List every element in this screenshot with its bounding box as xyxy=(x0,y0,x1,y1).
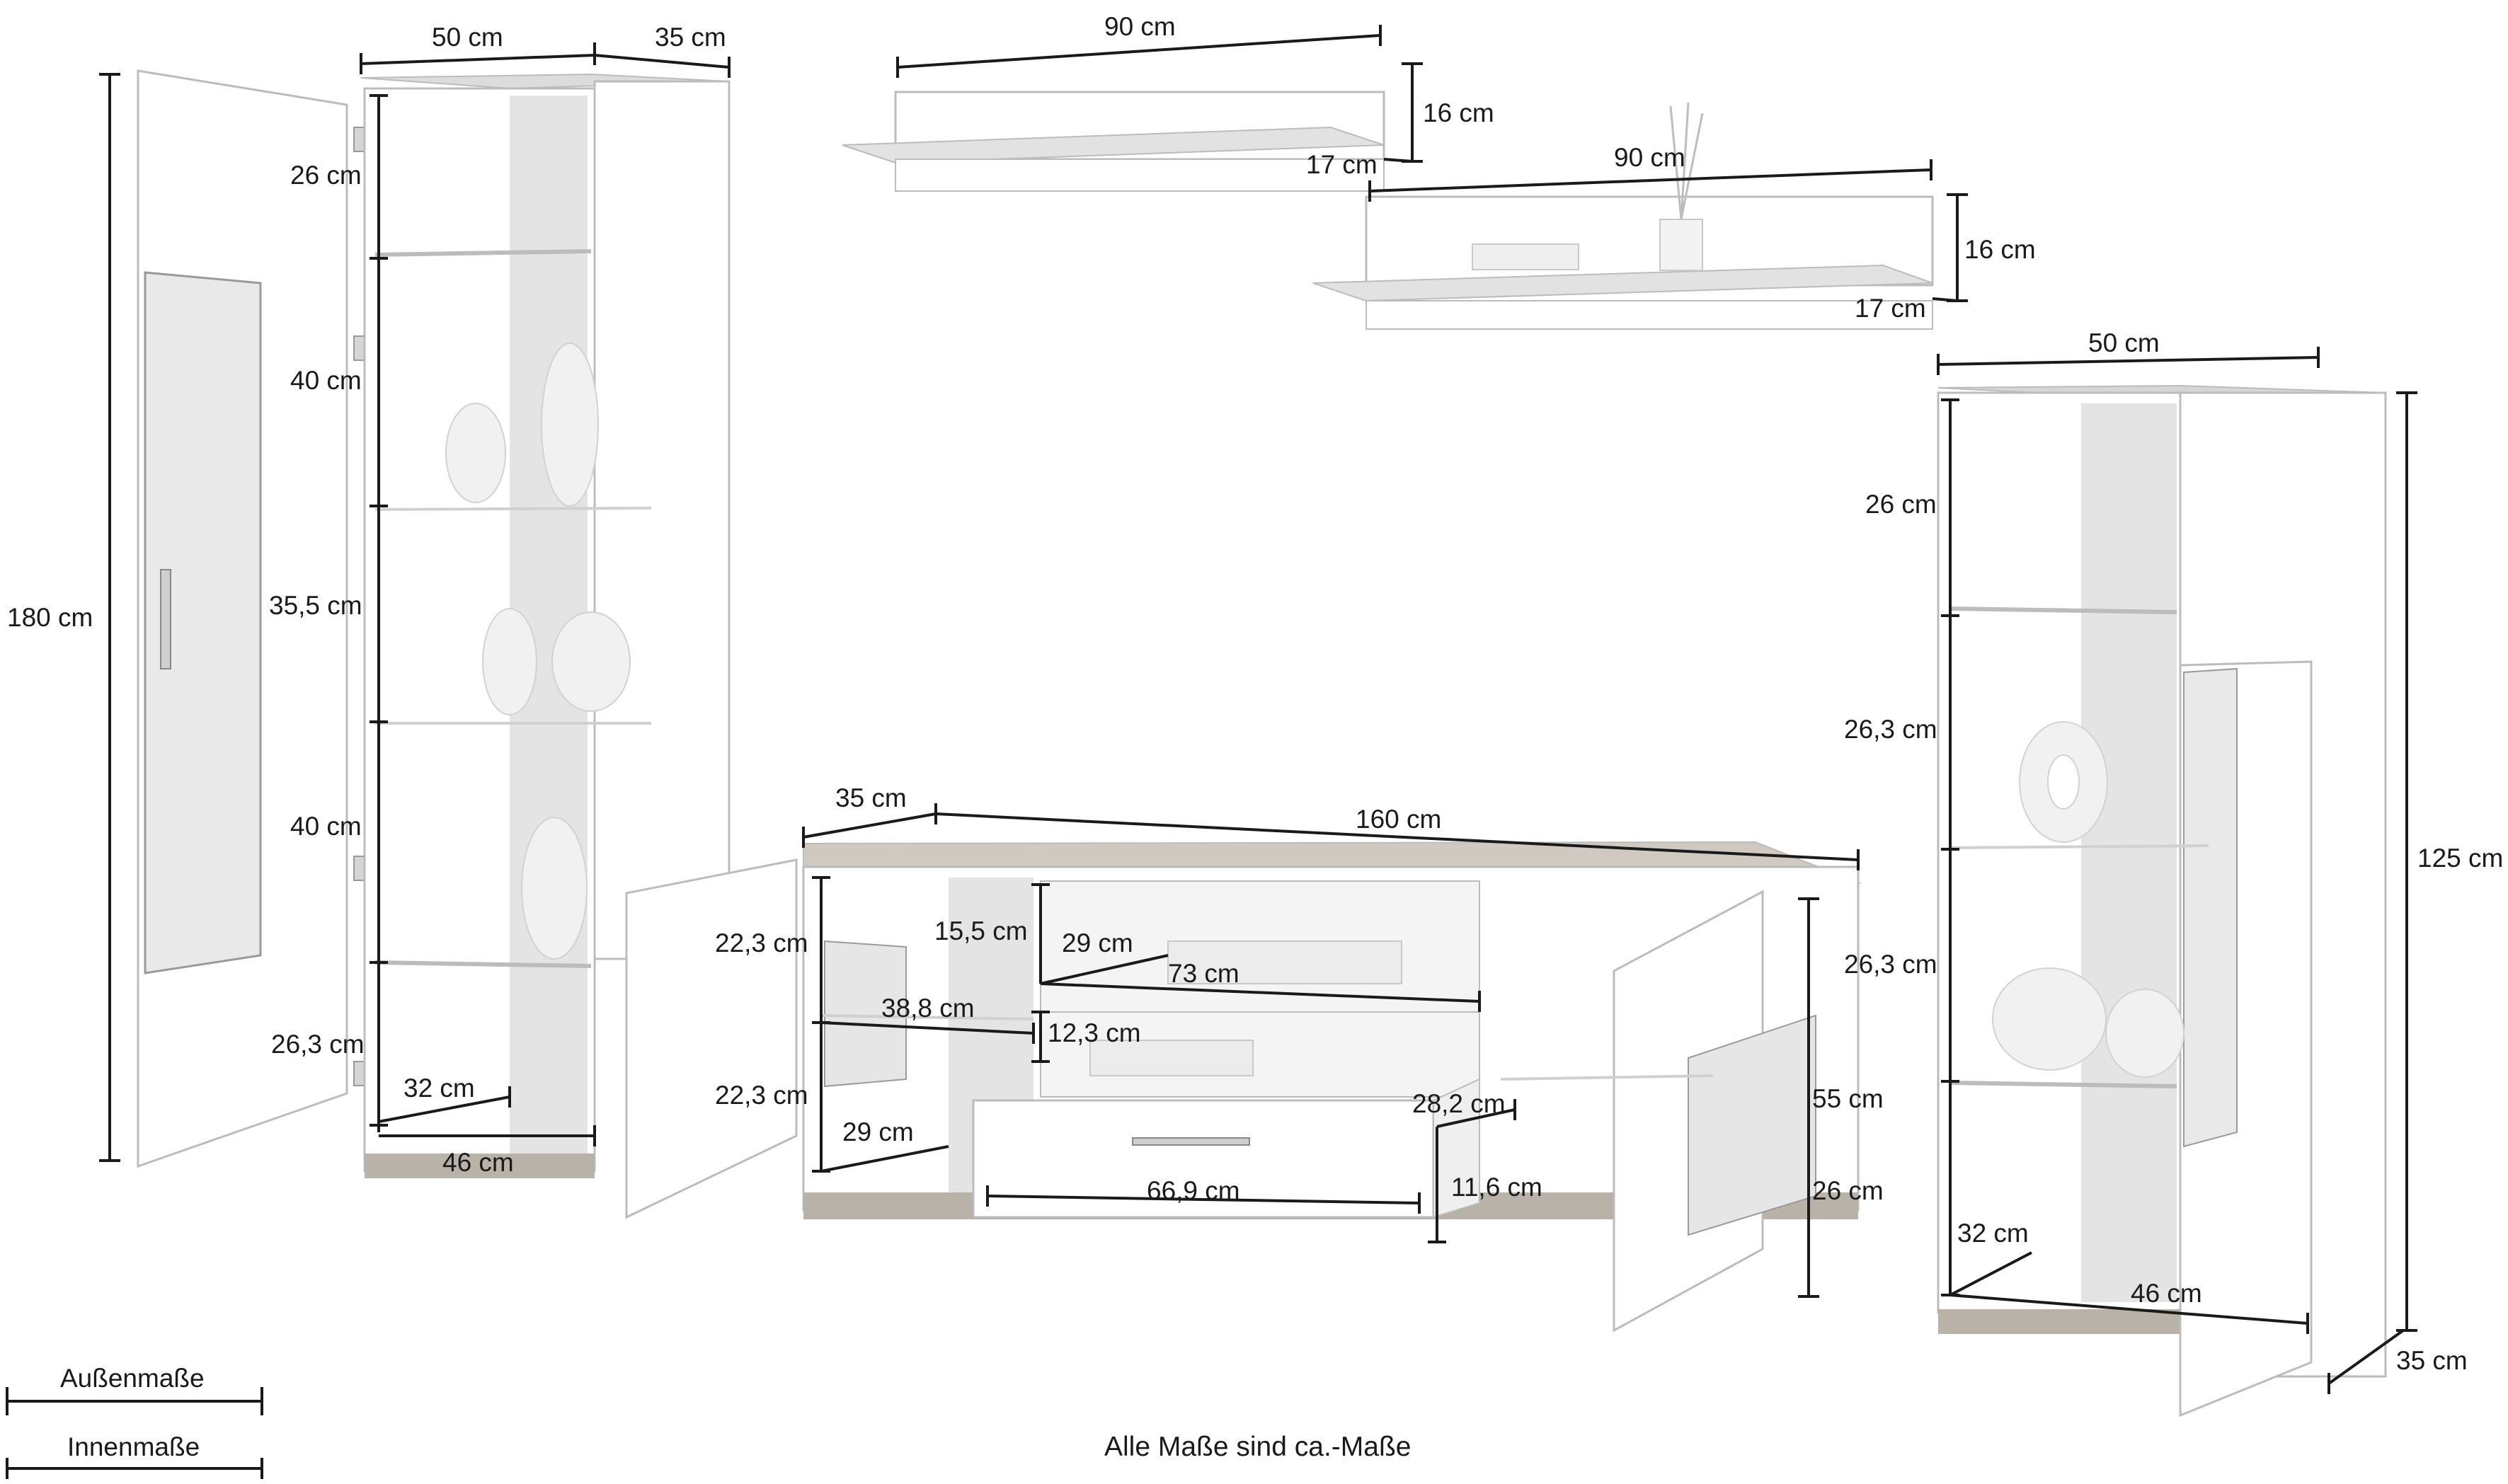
tv-left-door-glass xyxy=(824,940,907,1088)
small-cabinet-dimensions xyxy=(1937,347,2417,1394)
glass-shelf xyxy=(1949,844,2209,849)
legend-outer: Außenmaße xyxy=(60,1364,205,1393)
small-inner-width: 46 cm xyxy=(2131,1279,2202,1308)
dim-inner-depth: 32 cm xyxy=(403,1074,475,1103)
device-box xyxy=(1167,941,1402,984)
books xyxy=(1472,243,1579,270)
tv-left-inner-depth: 29 cm xyxy=(842,1117,914,1146)
tall-cabinet-side xyxy=(593,80,731,960)
vase xyxy=(1992,967,2107,1071)
small-inner-depth: 32 cm xyxy=(1957,1219,2029,1248)
vase xyxy=(521,817,588,960)
tv-width: 160 cm xyxy=(1356,805,1441,834)
tv-drawer-height: 11,6 cm xyxy=(1451,1173,1542,1202)
shelf-top-height: 16 cm xyxy=(1423,98,1494,127)
tv-board xyxy=(625,841,1861,1333)
vase xyxy=(2047,754,2080,810)
tv-board-dimensions xyxy=(802,803,1860,1298)
legend: Außenmaße Innenmaße xyxy=(6,1364,263,1479)
tv-open-mid: 12,3 cm xyxy=(1048,1018,1141,1047)
dim-inner-2: 40 cm xyxy=(290,366,362,395)
small-depth: 35 cm xyxy=(2396,1346,2468,1375)
shelf-mid-height: 16 cm xyxy=(1964,235,2036,264)
glass-shelf xyxy=(1500,1074,1714,1081)
tv-open-width: 73 cm xyxy=(1168,959,1239,988)
shelf-mid-width: 90 cm xyxy=(1614,143,1685,172)
tall-cabinet-dimensions xyxy=(99,42,731,1162)
small-height: 125 cm xyxy=(2417,844,2503,873)
small-cabinet-door-glass xyxy=(2183,667,2238,1148)
tv-left-comp-1: 22,3 cm xyxy=(715,928,808,957)
drawer-side xyxy=(1433,1078,1480,1219)
shelf xyxy=(374,249,592,257)
dim-inner-1: 26 cm xyxy=(290,161,362,190)
shelf-top-depth: 17 cm xyxy=(1306,150,1378,179)
tv-left-comp-2: 22,3 cm xyxy=(715,1081,808,1110)
tv-open-top-depth: 29 cm xyxy=(1062,928,1133,957)
shelf-top-width: 90 cm xyxy=(1104,12,1176,41)
reed-diffuser xyxy=(1659,219,1703,271)
vase xyxy=(541,343,599,507)
vase xyxy=(445,403,506,503)
small-width: 50 cm xyxy=(2088,328,2160,357)
shelf xyxy=(1949,1081,2177,1088)
tall-cabinet-labels: 180 cm 50 cm 35 cm 26 cm 40 cm 35,5 cm 4… xyxy=(7,23,726,1177)
dim-depth: 35 cm xyxy=(655,23,726,52)
wall-shelf-dimensions xyxy=(896,25,1968,302)
tv-height: 55 cm xyxy=(1812,1084,1884,1113)
tall-cabinet-plinth xyxy=(365,1154,595,1178)
books xyxy=(1089,1040,1254,1076)
dim-inner-4: 40 cm xyxy=(290,812,362,841)
wall-shelf-top xyxy=(842,91,1385,192)
dim-inner-3: 35,5 cm xyxy=(269,591,362,620)
door-handle xyxy=(160,569,171,669)
measurement-note: Alle Maße sind ca.-Maße xyxy=(1104,1432,1411,1462)
dim-width: 50 cm xyxy=(432,23,503,52)
tv-depth: 35 cm xyxy=(835,783,907,812)
vase xyxy=(551,611,631,712)
tall-cabinet-door-glass xyxy=(144,271,262,974)
shelf-mid-depth: 17 cm xyxy=(1855,294,1926,323)
tv-drawer-depth: 28,2 cm xyxy=(1412,1089,1506,1118)
vase xyxy=(2105,989,2185,1078)
wall-shelf-mid xyxy=(1312,102,1934,330)
wall-shelf-labels: 90 cm 16 cm 17 cm 90 cm 16 cm 17 cm xyxy=(1104,12,2036,323)
dim-height: 180 cm xyxy=(7,603,93,632)
dim-inner-width: 46 cm xyxy=(442,1148,514,1177)
tv-open-top: 15,5 cm xyxy=(934,916,1028,945)
small-cabinet-back xyxy=(2081,403,2177,1302)
tv-board-labels: 35 cm 160 cm 55 cm 22,3 cm 22,3 cm 38,8 … xyxy=(715,783,1884,1205)
tall-cabinet xyxy=(137,69,731,1178)
vase xyxy=(482,608,537,715)
small-inner-3: 26,3 cm xyxy=(1844,950,1937,979)
small-cabinet xyxy=(1937,384,2387,1417)
tv-drawer-width: 66,9 cm xyxy=(1147,1176,1240,1205)
tv-left-door xyxy=(625,858,798,1219)
shelf xyxy=(1949,606,2177,614)
small-inner-2: 26,3 cm xyxy=(1844,715,1937,744)
small-inner-1: 26 cm xyxy=(1865,490,1937,519)
small-cabinet-plinth xyxy=(1938,1309,2182,1334)
tv-right-comp: 26 cm xyxy=(1812,1176,1884,1205)
legend-inner: Innenmaße xyxy=(67,1432,200,1461)
tv-left-inner-width: 38,8 cm xyxy=(881,994,975,1023)
glass-shelf xyxy=(374,507,652,511)
glass-shelf xyxy=(820,1014,1034,1020)
drawer-handle xyxy=(1132,1137,1250,1146)
dim-inner-5: 26,3 cm xyxy=(271,1030,365,1059)
tv-right-door-glass xyxy=(1688,1014,1816,1236)
shelf xyxy=(374,960,592,968)
small-cabinet-labels: 50 cm 125 cm 35 cm 26 cm 26,3 cm 26,3 cm… xyxy=(1844,328,2503,1375)
